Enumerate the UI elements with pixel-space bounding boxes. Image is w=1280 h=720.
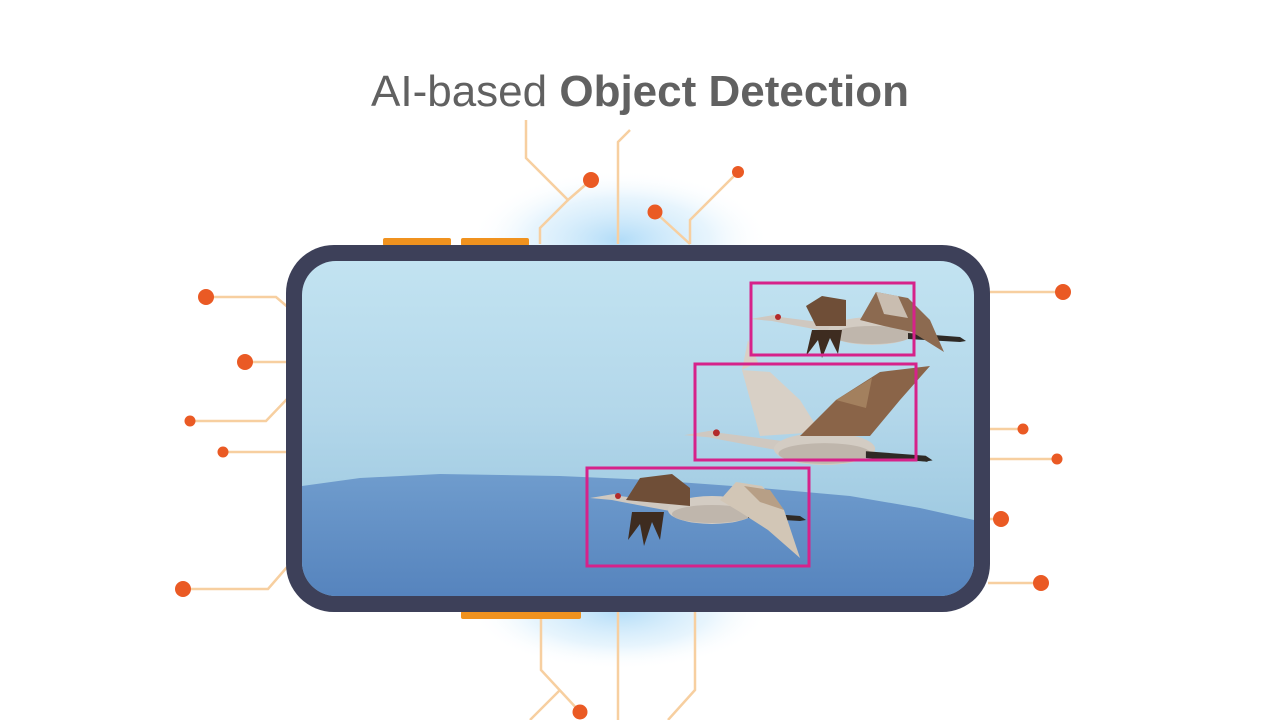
crane-3	[590, 474, 806, 558]
circuit-node	[993, 511, 1009, 527]
circuit-trace-bottom-2	[529, 689, 561, 720]
phone-side-buttons	[383, 238, 581, 619]
circuit-node	[1051, 453, 1063, 465]
title-prefix: AI-based	[371, 67, 548, 116]
circuit-node	[175, 581, 191, 597]
phone-button-top-right	[461, 238, 529, 246]
circuit-trace-left-1	[206, 295, 291, 310]
bounding-box-2	[693, 362, 918, 462]
circuit-node	[1055, 284, 1071, 300]
circuit-node	[1017, 423, 1029, 435]
circuit-trace-left-3	[190, 397, 289, 423]
circuit-node	[583, 172, 599, 188]
circuit-nodes	[175, 166, 1071, 720]
phone-button-top-left	[383, 238, 451, 246]
circuit-trace-top-3	[616, 129, 631, 244]
circuit-node	[217, 446, 229, 458]
detection-boxes	[585, 281, 918, 568]
circuit-trace-bottom-4	[667, 612, 697, 720]
circuit-node	[732, 166, 744, 178]
title-emphasis: Object Detection	[559, 67, 909, 116]
circuit-node	[184, 415, 196, 427]
page-title: AI-based Object Detection	[0, 64, 1280, 120]
circuit-trace-top-2	[538, 199, 569, 244]
circuit-node	[237, 354, 253, 370]
circuit-trace-left-5	[183, 565, 289, 591]
circuit-node	[647, 204, 663, 220]
circuit-node	[198, 289, 214, 305]
circuit-trace-bottom-1	[539, 612, 581, 713]
bounding-box-3	[585, 466, 811, 568]
mountain-ridge	[302, 474, 974, 596]
phone-button-bottom	[461, 611, 581, 619]
phone-screen	[302, 261, 974, 596]
circuit-node	[1033, 575, 1049, 591]
crane-1	[750, 292, 966, 358]
circuit-node	[572, 704, 588, 720]
circuit-trace-top-4	[688, 171, 739, 244]
circuit-trace-top-1	[524, 120, 592, 202]
bounding-box-1	[749, 281, 916, 357]
circuit-trace-top-5	[654, 211, 691, 245]
